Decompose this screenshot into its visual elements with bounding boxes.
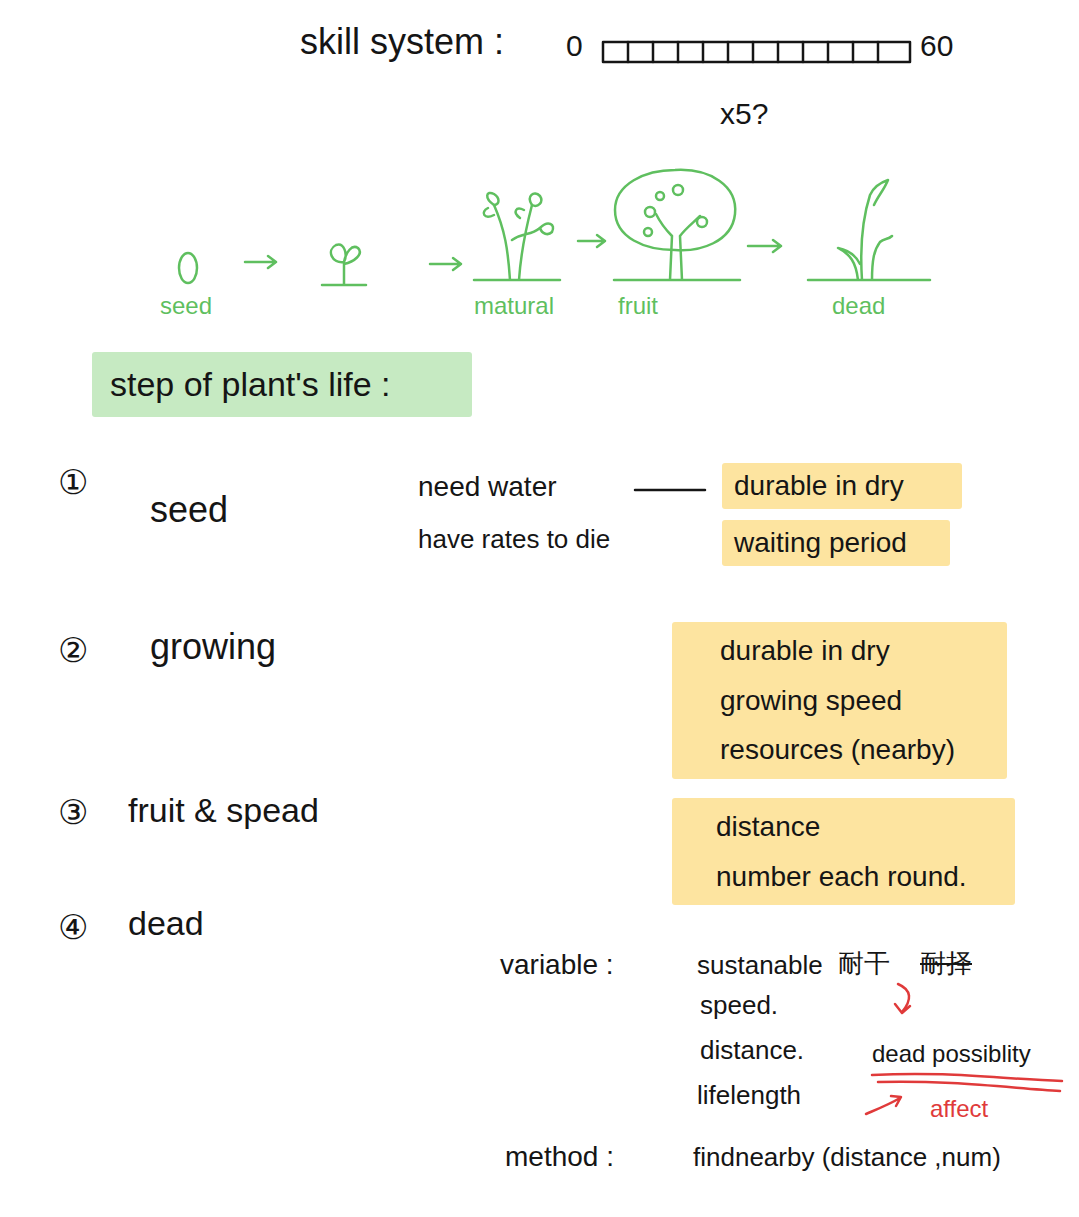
dash-line [635, 489, 705, 492]
highlight-text: growing speed [720, 684, 959, 718]
section-label: variable : [500, 948, 614, 982]
highlight-text: waiting period [734, 526, 938, 560]
struck-word: 耐择 [920, 948, 972, 979]
step-number: ④ [58, 907, 88, 948]
stage-label: dead [832, 292, 885, 321]
highlight-band: durable in dry [722, 463, 962, 509]
note: dead possiblity [872, 1040, 1031, 1069]
highlight-text: step of plant's life : [110, 364, 454, 405]
highlight-band: durable in dry growing speed resources (ne… [672, 622, 1007, 779]
variable-name: distance. [700, 1035, 804, 1066]
highlight-text: durable in dry [734, 469, 950, 503]
section-label: method : [505, 1140, 614, 1174]
step-name: fruit & spead [128, 790, 319, 831]
stage-label: matural [474, 292, 554, 321]
highlight-text: durable in dry [720, 634, 959, 668]
step-name: growing [150, 625, 276, 668]
stage-label: fruit [618, 292, 658, 321]
red-annotations [866, 984, 1062, 1114]
step-name: dead [128, 903, 204, 944]
method-signature: findnearby (distance ,num) [693, 1142, 1001, 1173]
step-number: ② [58, 630, 88, 671]
variable-name: 耐干 [838, 948, 890, 979]
variable-name: speed. [700, 990, 778, 1021]
note: have rates to die [418, 524, 610, 555]
variable-name: lifelength [697, 1080, 801, 1111]
highlight-band: step of plant's life : [92, 352, 472, 417]
heading: skill system : [300, 20, 504, 63]
stage-label: seed [160, 292, 212, 321]
step-number: ③ [58, 792, 88, 833]
variable-name: sustanable [697, 950, 823, 981]
bar-max: 60 [920, 28, 953, 64]
highlight-band: distance number each round. [672, 798, 1015, 905]
step-number: ① [58, 462, 88, 503]
note: x5? [720, 96, 768, 132]
highlight-text: resources (nearby) [720, 733, 959, 767]
step-name: seed [150, 488, 228, 531]
highlight-text: distance [716, 810, 971, 844]
red-note: affect [930, 1095, 988, 1124]
skill-bar [603, 42, 910, 62]
highlight-band: waiting period [722, 520, 950, 566]
highlight-text: number each round. [716, 860, 971, 894]
plant-drawing [179, 170, 930, 285]
note: need water [418, 470, 557, 504]
bar-min: 0 [566, 28, 583, 64]
